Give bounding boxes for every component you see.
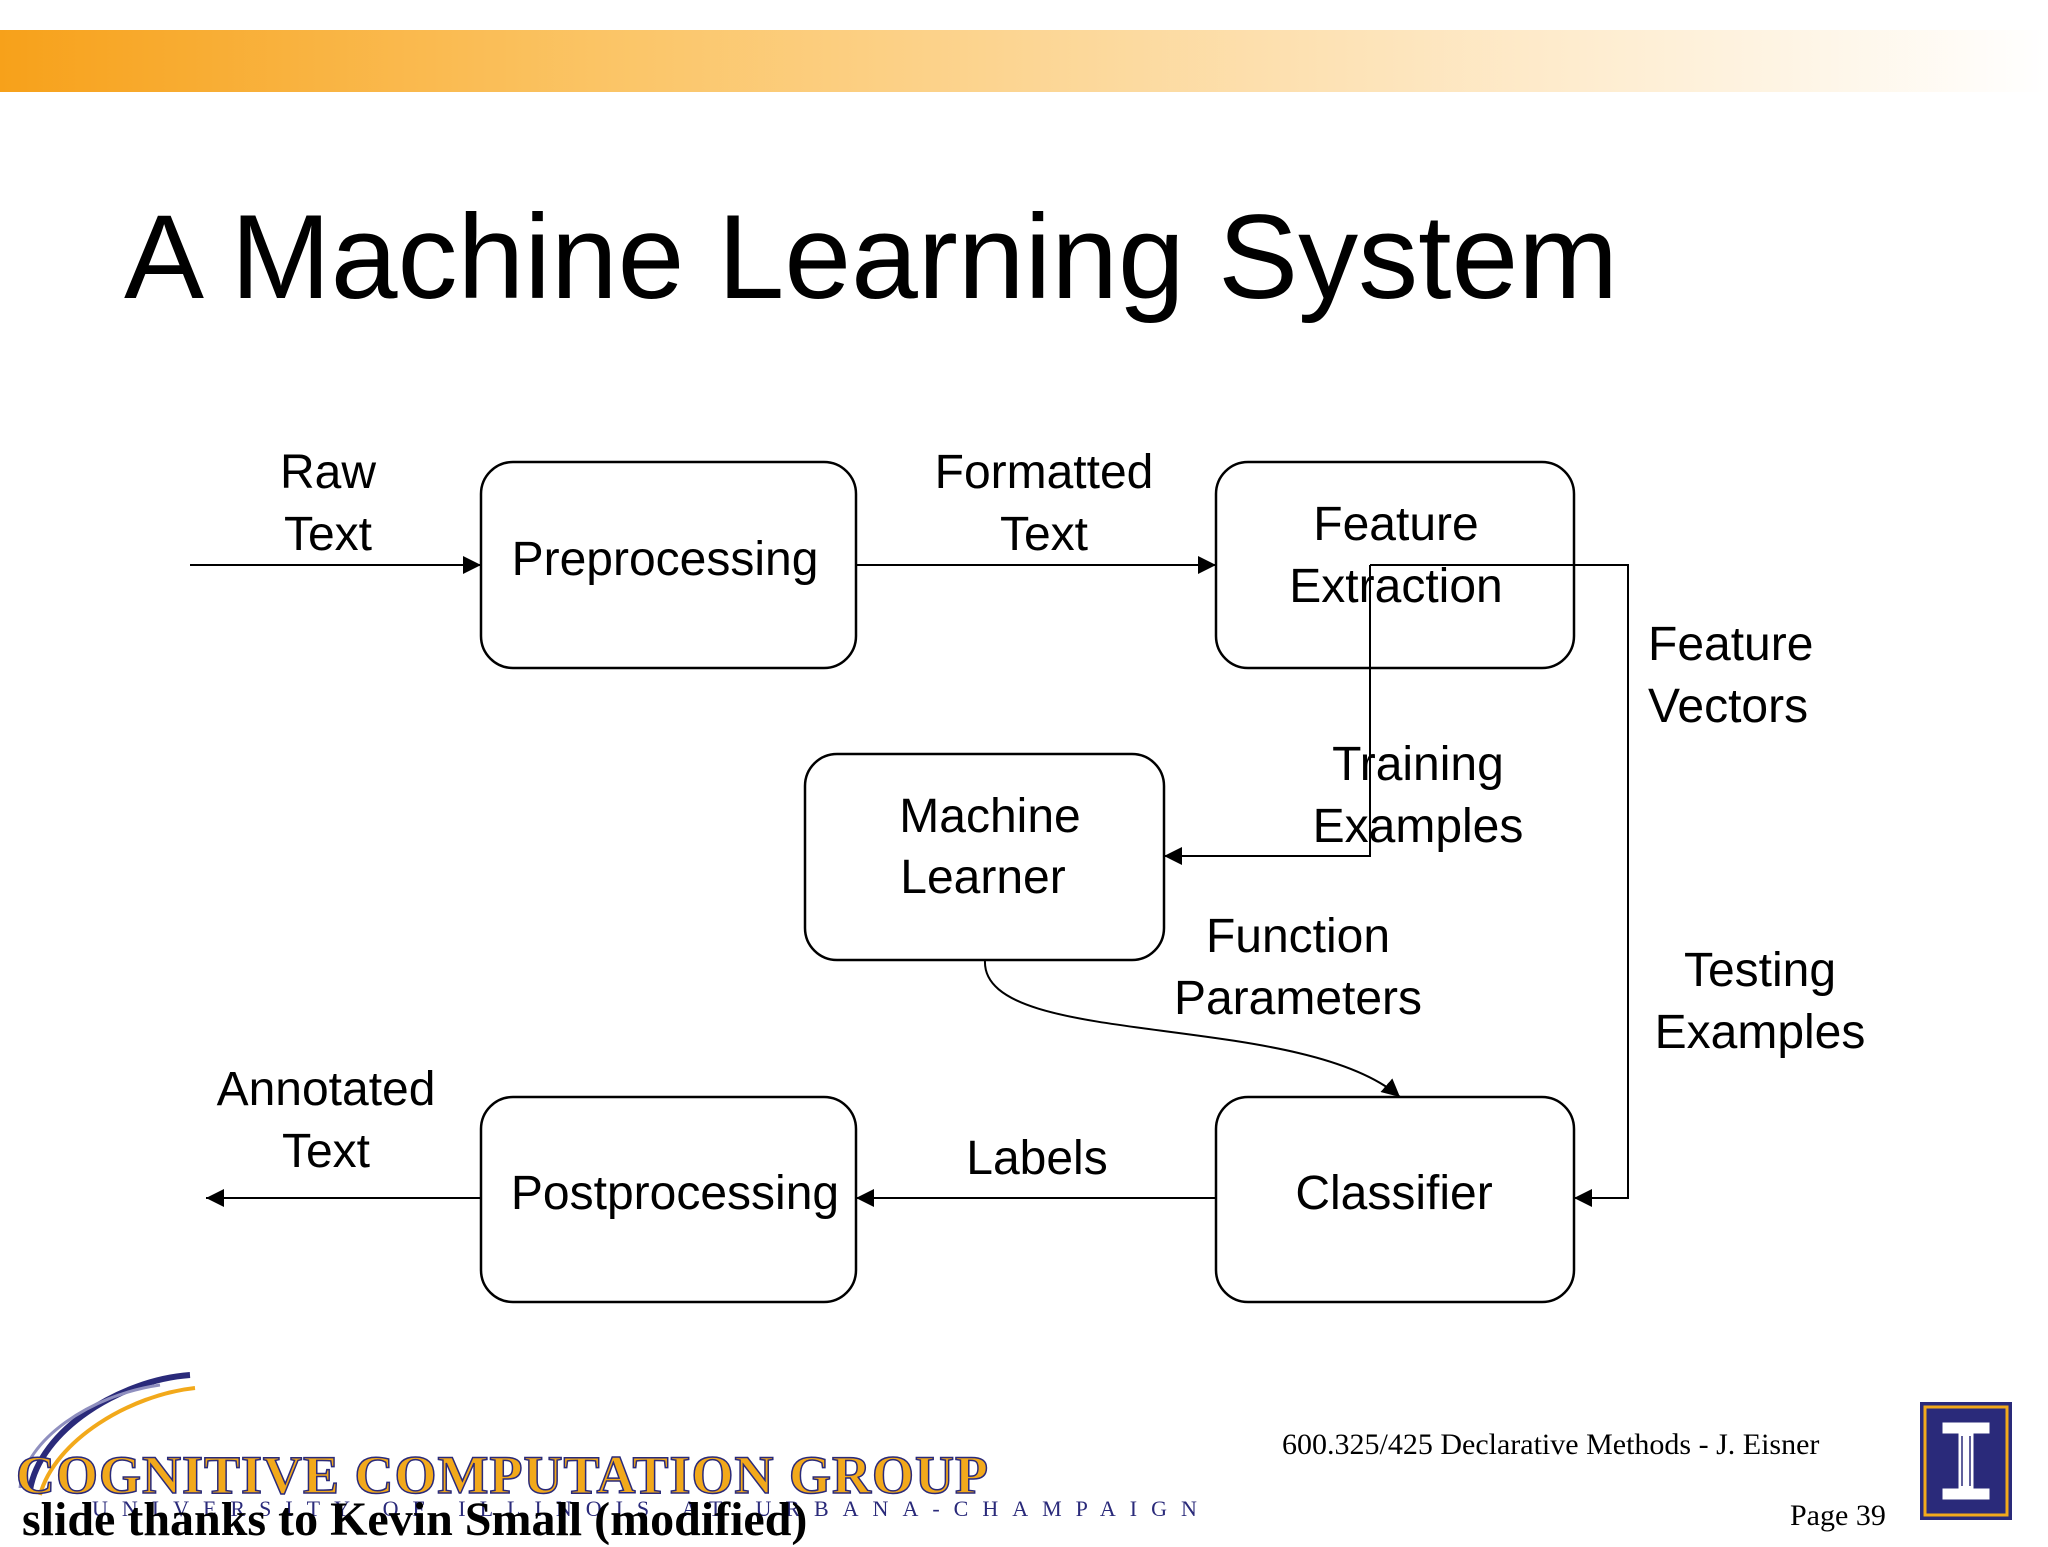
svg-text:Raw: Raw: [280, 446, 376, 499]
node-preprocessing: Preprocessing: [479, 460, 858, 670]
label-feature-vectors: Feature Vectors: [1648, 618, 1813, 733]
svg-text:Preprocessing: Preprocessing: [512, 533, 819, 586]
edge-training-examples: [1164, 565, 1371, 865]
svg-text:Function: Function: [1206, 910, 1390, 963]
svg-text:Extraction: Extraction: [1289, 560, 1502, 613]
node-machine-learner: Machine Learner: [803, 752, 1166, 962]
svg-text:Postprocessing: Postprocessing: [511, 1167, 839, 1220]
svg-text:Formatted: Formatted: [935, 446, 1154, 499]
label-raw-text: Raw Text: [280, 446, 376, 561]
edge-feature-vectors: [1370, 564, 1629, 1207]
svg-text:Annotated: Annotated: [217, 1063, 436, 1116]
label-formatted-text: Formatted Text: [935, 446, 1154, 561]
svg-text:Examples: Examples: [1655, 1006, 1866, 1059]
cognitive-computation-swoosh-icon: [18, 1372, 196, 1496]
svg-text:Text: Text: [282, 1125, 370, 1178]
svg-text:Classifier: Classifier: [1295, 1167, 1492, 1220]
label-annotated-text: Annotated Text: [217, 1063, 436, 1178]
svg-text:Testing: Testing: [1684, 944, 1836, 997]
svg-text:Text: Text: [284, 508, 372, 561]
slide-credit: slide thanks to Kevin Small (modified): [22, 1493, 808, 1546]
svg-text:Examples: Examples: [1313, 800, 1524, 853]
svg-text:Learner: Learner: [900, 851, 1065, 904]
edge-function-parameters: [983, 959, 1401, 1098]
svg-text:Feature: Feature: [1313, 498, 1478, 551]
svg-text:Feature: Feature: [1648, 618, 1813, 671]
course-info: 600.325/425 Declarative Methods - J. Eis…: [1282, 1428, 1820, 1461]
svg-text:Parameters: Parameters: [1174, 972, 1422, 1025]
svg-text:Text: Text: [1000, 508, 1088, 561]
label-training-examples: Training Examples: [1313, 738, 1524, 853]
label-labels: Labels: [966, 1132, 1107, 1185]
svg-text:Training: Training: [1332, 738, 1504, 791]
page-number: Page 39: [1790, 1499, 1886, 1532]
top-accent-bar: [0, 30, 2048, 92]
label-function-parameters: Function Parameters: [1174, 910, 1422, 1025]
slide-title: A Machine Learning System: [124, 190, 1619, 324]
label-testing-examples: Testing Examples: [1655, 944, 1866, 1059]
svg-text:Vectors: Vectors: [1648, 680, 1808, 733]
logo-subtitle: UNIVERSITY OF ILLINOIS AT URBANA-CHAMPAI…: [92, 1496, 1211, 1521]
node-postprocessing: Postprocessing: [479, 1095, 858, 1304]
university-block-i-icon: [1920, 1402, 2012, 1520]
svg-text:Machine: Machine: [899, 790, 1080, 843]
logo-title: COGNITIVE COMPUTATION GROUP: [15, 1444, 990, 1506]
node-classifier: Classifier: [1214, 1095, 1576, 1304]
svg-text:Labels: Labels: [966, 1132, 1107, 1185]
